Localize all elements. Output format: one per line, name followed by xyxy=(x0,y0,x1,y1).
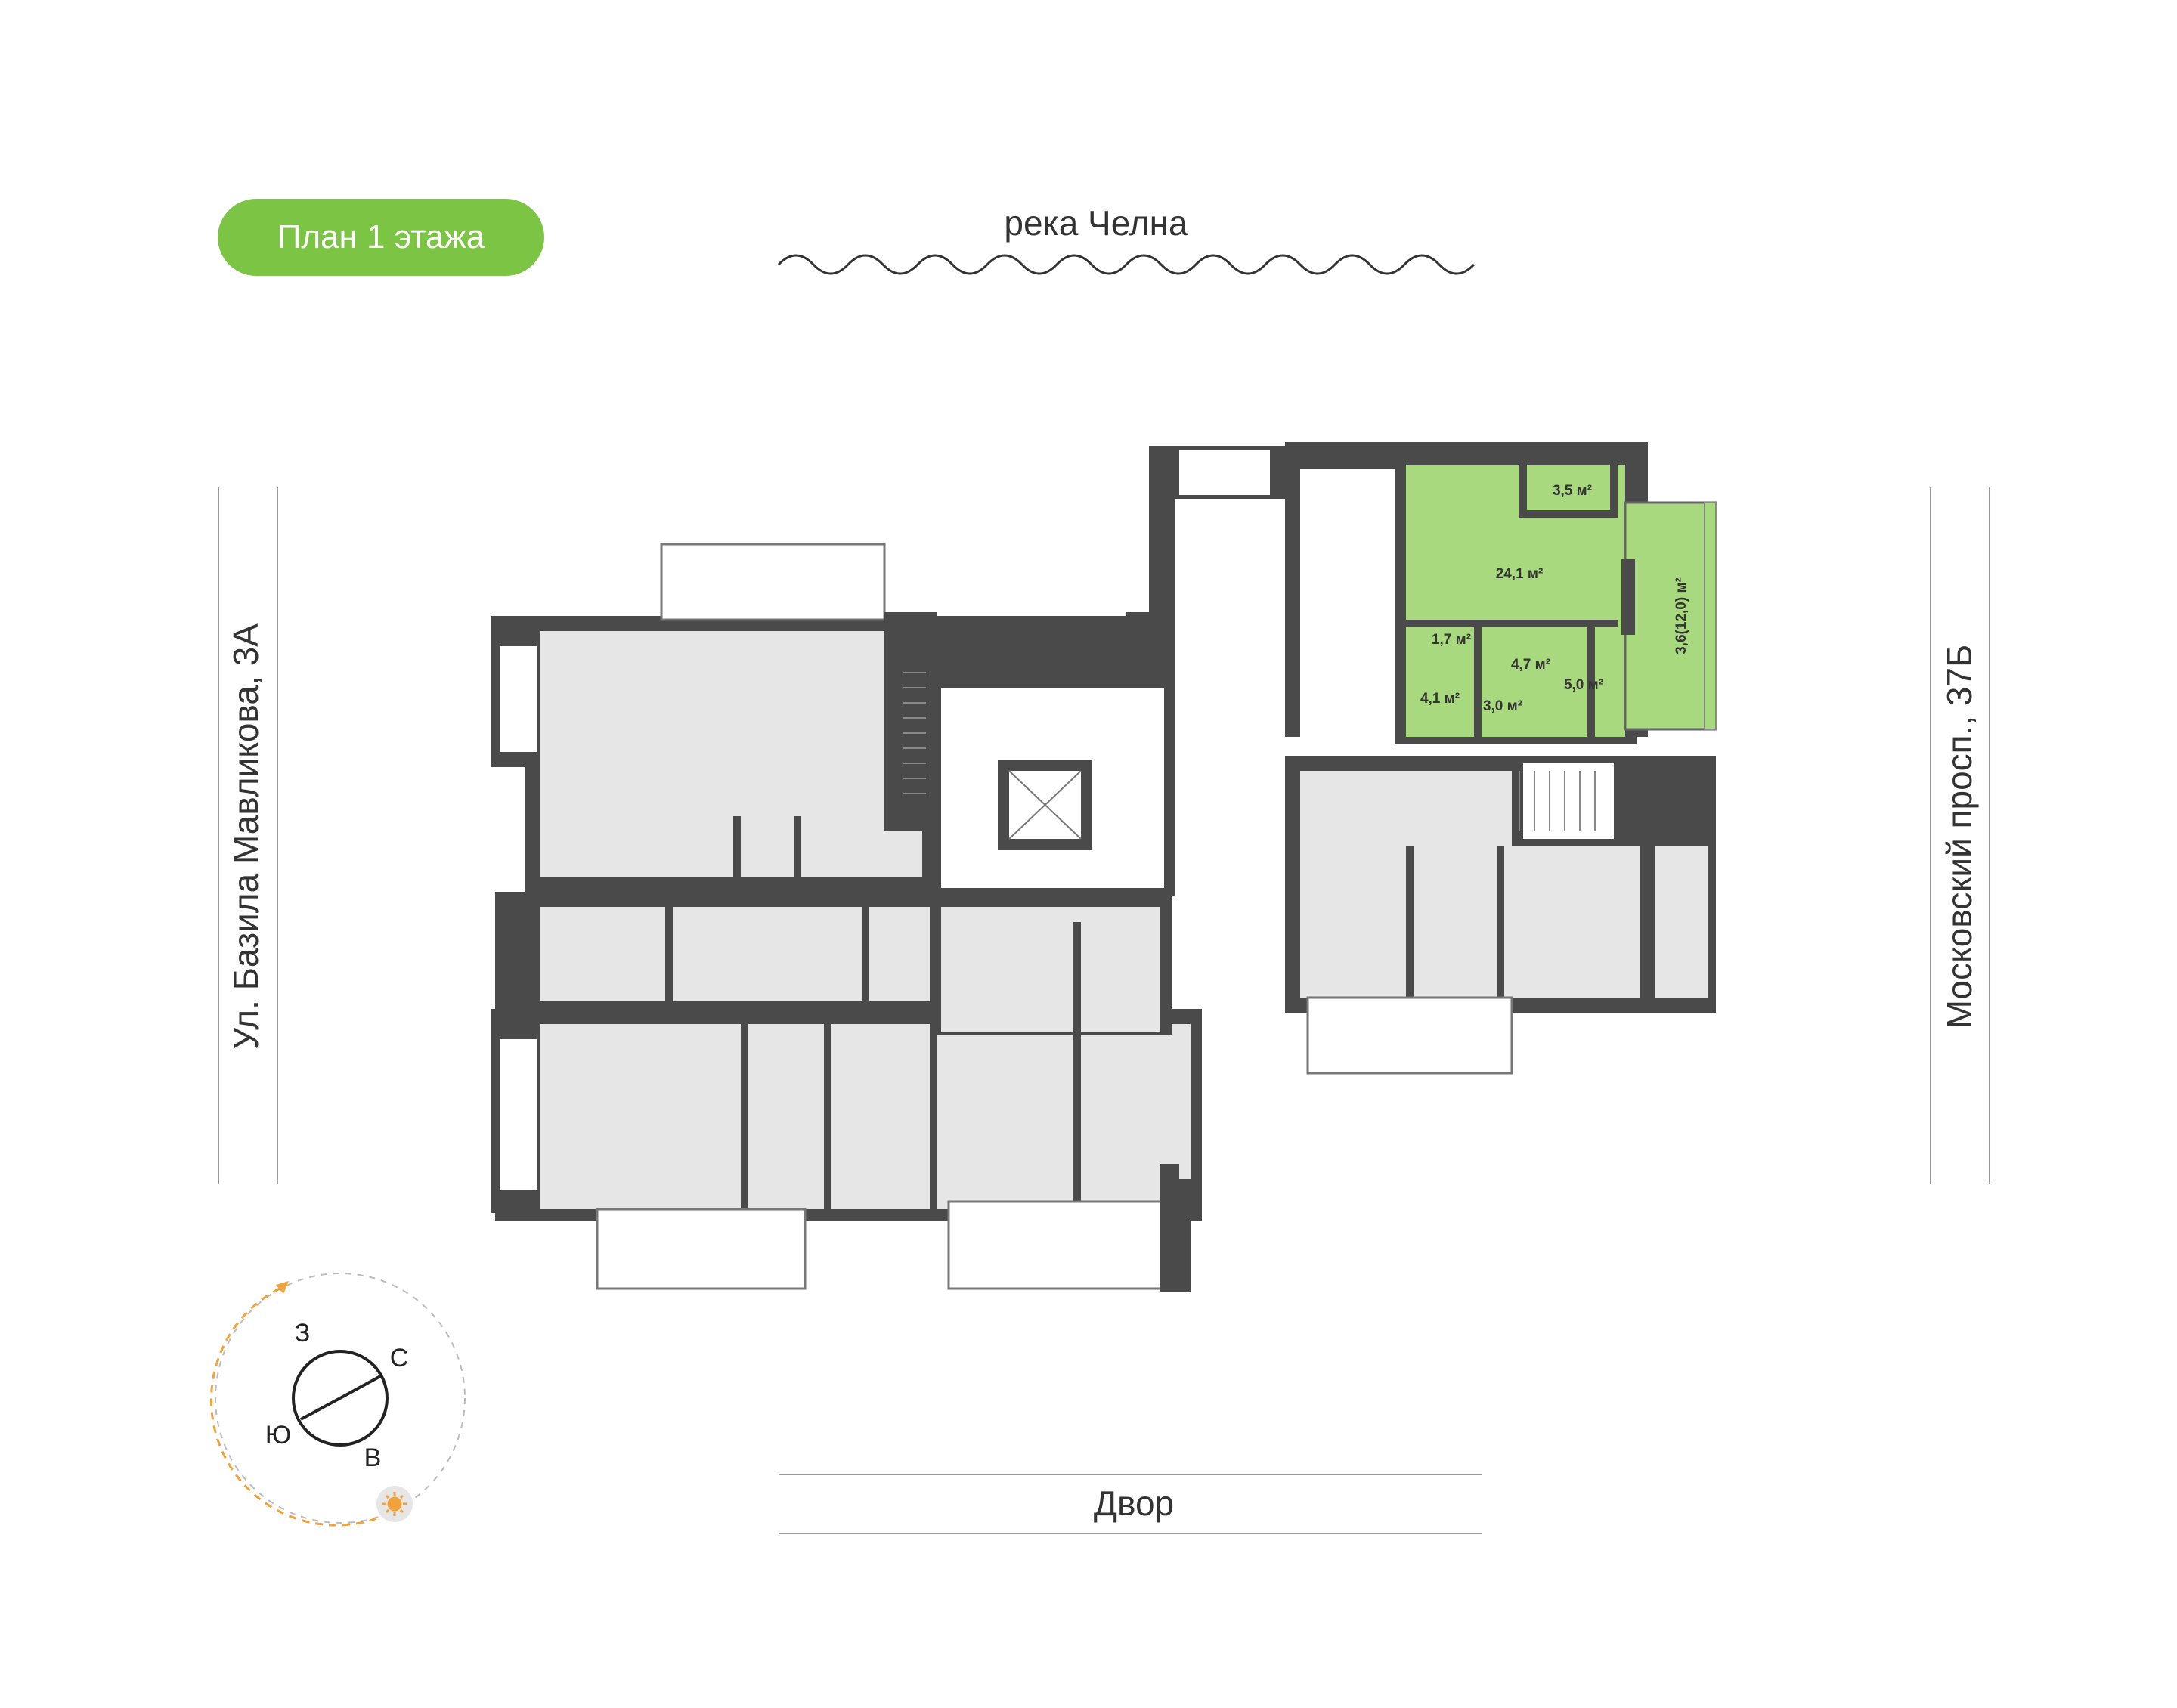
area-living: 24,1 м² xyxy=(1496,566,1544,582)
south-balcony-west xyxy=(596,1208,807,1290)
sun-icon xyxy=(382,1492,407,1516)
area-bedroom: 5,0 м² xyxy=(1564,677,1603,693)
area-wc: 1,7 м² xyxy=(1432,632,1471,648)
west-line-right xyxy=(277,487,278,1184)
north-label: река Челна xyxy=(1004,203,1188,243)
compass-east: В xyxy=(364,1443,382,1472)
south-label: Двор xyxy=(1093,1484,1175,1523)
floor-plan-badge: План 1 этажа xyxy=(218,199,544,276)
area-terrace: 3,6(12,0) м² xyxy=(1674,577,1689,654)
river-wave-icon xyxy=(777,254,1476,275)
area-bath: 3,0 м² xyxy=(1483,698,1522,714)
east-line-right xyxy=(1989,487,1990,1184)
compass: С Ю З В xyxy=(210,1273,466,1527)
area-entry: 4,1 м² xyxy=(1420,691,1460,707)
central-core xyxy=(884,446,1175,896)
north-balcony-west xyxy=(660,543,886,621)
east-line-left xyxy=(1930,487,1931,1184)
south-balcony-east xyxy=(1306,996,1513,1075)
area-hall: 4,7 м² xyxy=(1511,657,1550,673)
compass-south: Ю xyxy=(265,1421,291,1450)
south-balcony-center xyxy=(947,1200,1181,1290)
highlighted-apartment xyxy=(1395,442,1717,744)
west-line-left xyxy=(218,487,219,1184)
compass-west: З xyxy=(295,1319,311,1348)
west-building xyxy=(495,616,1202,1221)
south-line-bottom xyxy=(779,1533,1482,1534)
compass-north: С xyxy=(390,1344,409,1372)
area-storage: 3,5 м² xyxy=(1553,483,1592,499)
south-line-top xyxy=(779,1474,1482,1475)
